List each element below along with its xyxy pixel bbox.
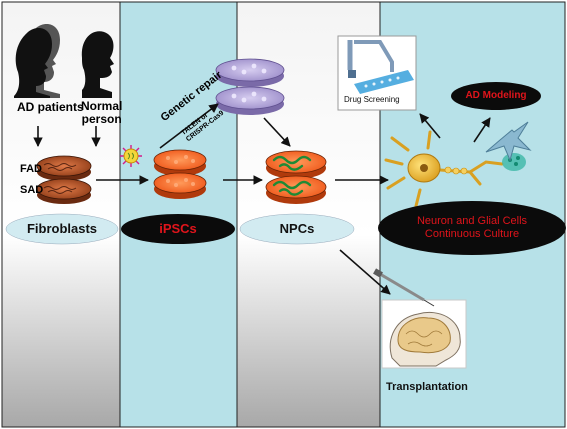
neuron-icon	[384, 130, 526, 208]
virus-icon	[120, 145, 142, 167]
glial-cell-icon	[485, 121, 532, 162]
neuron-glial-label: Neuron and Glial Cells Continuous Cultur…	[386, 215, 558, 241]
fad-label: FAD	[20, 163, 42, 175]
npc-dishes	[265, 150, 327, 204]
arrow-genetic-repair	[159, 103, 219, 149]
pill-shapes	[5, 82, 566, 255]
neuron-glial-line2: Continuous Culture	[424, 228, 520, 240]
arrow-repaired-to-npc	[263, 117, 291, 147]
drug-screening-label: Drug Screening	[344, 95, 400, 104]
ad-patients-silhouette	[14, 24, 60, 98]
normal-person-line1: Normal	[81, 99, 123, 113]
sad-label: SAD	[20, 184, 44, 196]
ipsc-dishes	[153, 149, 207, 199]
arrow-to-drug-screening	[419, 113, 441, 139]
transplantation-label: Transplantation	[386, 381, 468, 393]
fibroblast-dishes	[36, 155, 92, 204]
arrow-to-ad-modeling	[473, 117, 491, 143]
drug-screening-box	[337, 35, 417, 111]
fibroblasts-label: Fibroblasts	[26, 221, 98, 236]
ad-patients-label: AD patients	[17, 100, 84, 114]
normal-person-label: Normal person	[81, 100, 122, 126]
brain-icon	[373, 268, 467, 369]
npcs-label: NPCs	[279, 221, 315, 236]
ad-modeling-label: AD Modeling	[465, 90, 527, 101]
arrow-npc-to-transplant	[339, 249, 391, 295]
normal-person-silhouette	[81, 31, 114, 98]
repaired-cell-dishes	[215, 58, 285, 115]
normal-person-line2: person	[81, 112, 122, 126]
neuron-glial-line1: Neuron and Glial Cells	[416, 215, 528, 227]
ipscs-label: iPSCs	[159, 221, 197, 236]
